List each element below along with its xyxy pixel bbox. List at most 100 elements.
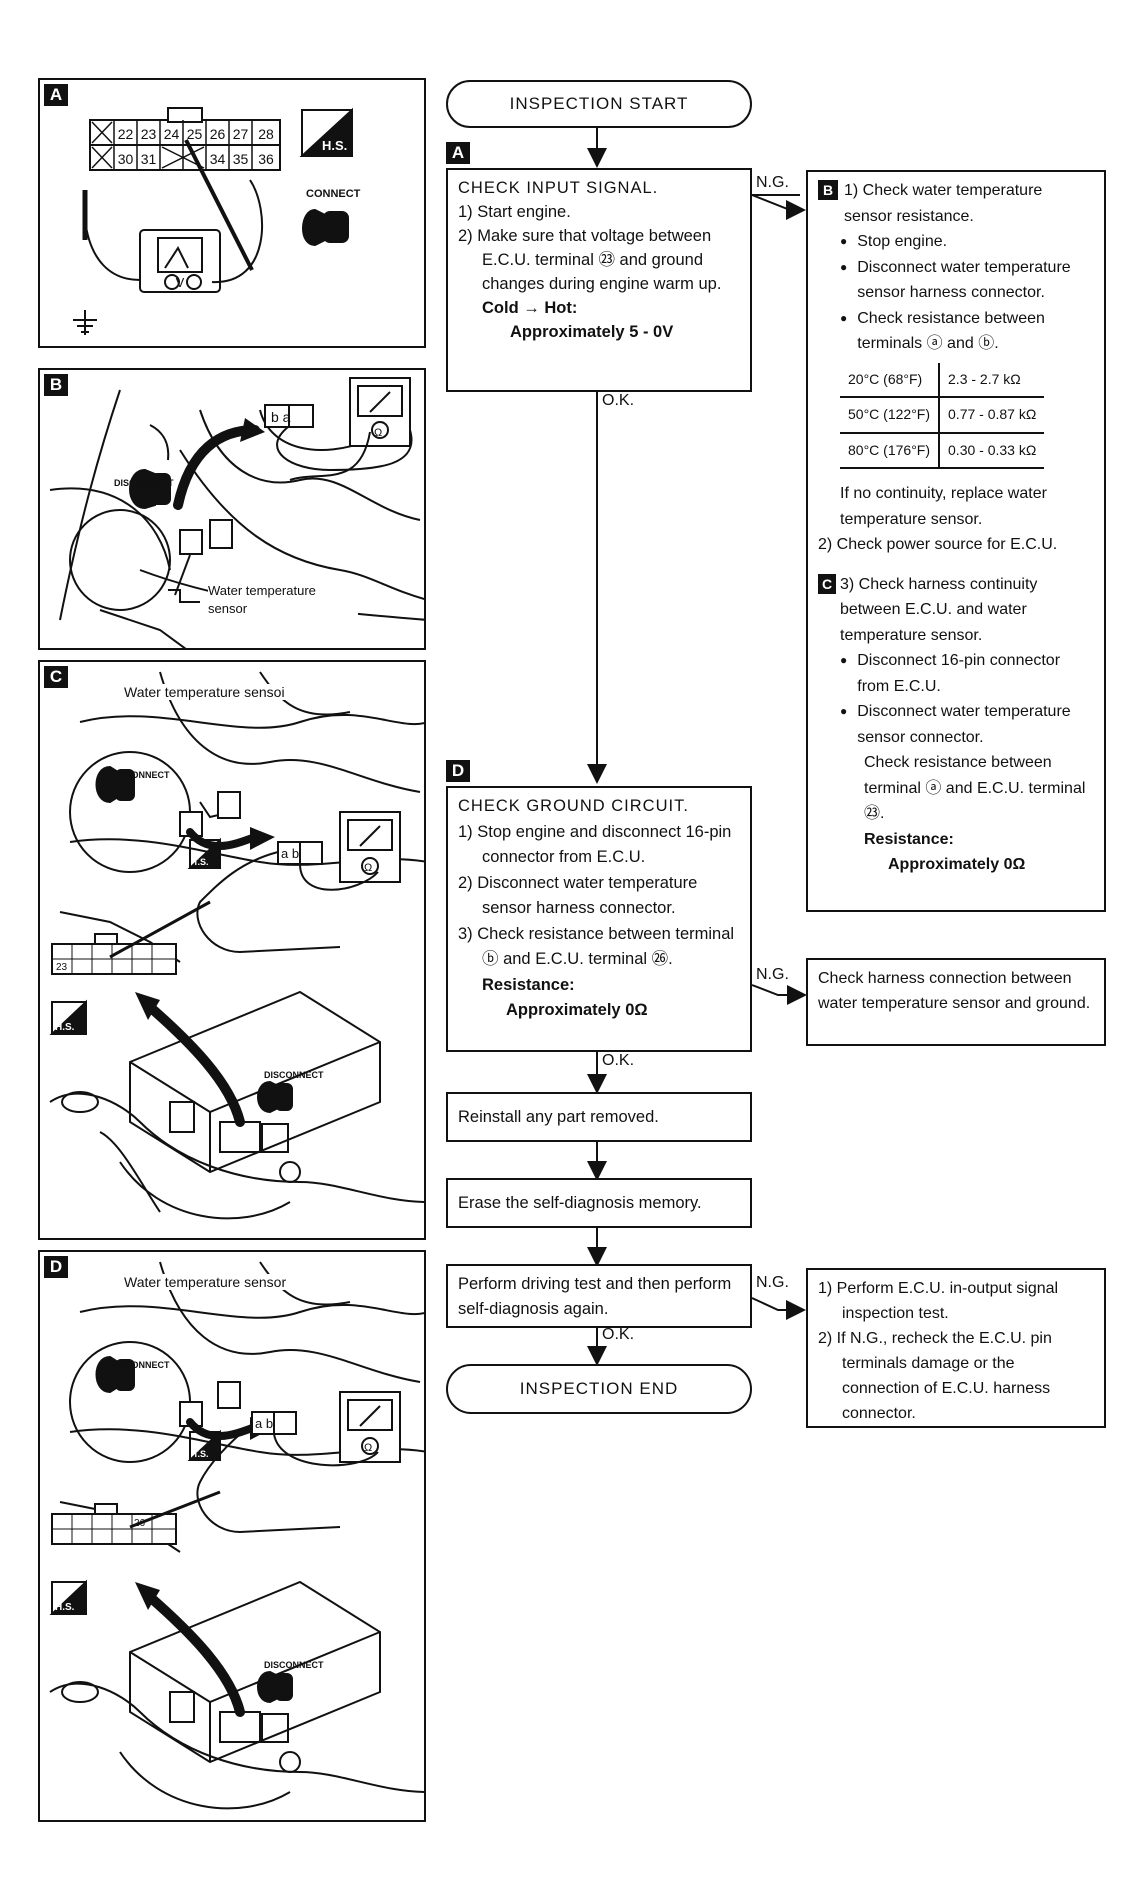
ng-label-a: N.G. [756,174,789,191]
disconnect-label: DISCONNECT [114,478,174,488]
ts-badge: T.S. [193,857,209,867]
no-continuity-note: If no continuity, replace water temperat… [840,485,1047,528]
ohm-icon: Ω [364,1442,372,1454]
disconnect-label: DISCONNECT [110,770,170,780]
ok-label-a: O.K. [602,392,635,409]
check-ground-title: CHECK GROUND CIRCUIT. [458,797,689,815]
ng-b-box: B 1) Check water temperature sensor resi… [806,170,1106,912]
hs-badge: H.S. [55,1602,75,1613]
pin-26: 26 [210,126,226,142]
ng-b-bullet-4: Disconnect 16-pin connector from E.C.U. [818,648,1094,699]
inspection-start: INSPECTION START [446,80,752,128]
panel-d-drawing: a b Ω 26 T.S. H.S. [49,1261,424,1810]
panel-b-tag: B [44,374,68,396]
ng-b-resistance-value: Approximately 0Ω [888,856,1026,873]
pin-25: 25 [187,126,203,142]
pin-30: 30 [118,151,134,167]
voltmeter-v-icon: V [176,275,185,290]
check-input-step-1: 1) Start engine. [458,203,571,221]
resistance-table: 20°C (68°F)2.3 - 2.7 kΩ 50°C (122°F)0.77… [840,362,1045,470]
ng-final-step-1: 1) Perform E.C.U. in-output signal inspe… [818,1280,1059,1322]
disconnect-label-2: DISCONNECT [264,1660,324,1670]
step-a-tag: A [446,142,470,164]
pin-31: 31 [141,151,157,167]
ng-b-check: Check resistance between terminal ⓐ and … [864,754,1086,822]
ng-b-bullet-5: Disconnect water temperature sensor conn… [818,699,1094,750]
hs-badge: H.S. [322,138,348,153]
ng-final-step-2: 2) If N.G., recheck the E.C.U. pin termi… [818,1330,1052,1422]
voltage-range: Approximately 5 - 0V [510,323,674,341]
sensor-label: Water temperature sensor [208,582,358,618]
table-row: 80°C (176°F)0.30 - 0.33 kΩ [840,432,1045,469]
pin-26-label: 26 [134,1518,146,1529]
ng-b-bullet-1: Stop engine. [818,229,1094,255]
erase-box: Erase the self-diagnosis memory. [446,1178,752,1228]
panel-d-tag: D [44,1256,68,1278]
pin-23-label: 23 [56,962,68,973]
ng-b-bullet-2: Disconnect water temperature sensor harn… [818,255,1094,306]
arrow-a-ng [751,194,806,220]
pin-24: 24 [164,126,180,142]
pin-27: 27 [233,126,249,142]
pin-34: 34 [210,151,226,167]
ng-label-drive: N.G. [756,1274,789,1291]
panel-a: A [38,78,426,348]
ts-badge: T.S. [193,1449,209,1459]
check-input-signal-box: CHECK INPUT SIGNAL. 1) Start engine. 2) … [446,168,752,392]
disconnect-label: DISCONNECT [110,1360,170,1370]
ng-b-step-3-text: 3) Check harness continuity between E.C.… [840,575,1038,644]
conn-b-label: b a [271,409,291,425]
check-ground-step-3: 3) Check resistance between terminal ⓑ a… [458,924,735,969]
step-d-tag: D [446,760,470,782]
panel-d: D [38,1250,426,1822]
ng-b-step-3: C 3) Check harness continuity between E.… [818,572,1094,649]
ng-b-step-1: B 1) Check water temperature sensor resi… [818,178,1094,229]
check-ground-box: CHECK GROUND CIRCUIT. 1) Stop engine and… [446,786,752,1052]
conn-d-label: a b [255,1416,273,1431]
ground-resistance-label: Resistance: [482,975,575,994]
sensor-label: Water temperature sensor [124,1274,287,1290]
table-row: 20°C (68°F)2.3 - 2.7 kΩ [840,362,1045,398]
inspection-end: INSPECTION END [446,1364,752,1414]
ohm-icon: Ω [364,862,372,874]
panel-a-tag: A [44,84,68,106]
ng-final-box: 1) Perform E.C.U. in-output signal inspe… [806,1268,1106,1428]
pin-35: 35 [233,151,249,167]
panel-a-drawing: 22 23 24 25 26 27 28 30 31 34 35 36 V [73,107,353,335]
check-input-title: CHECK INPUT SIGNAL. [458,179,659,197]
pin-28: 28 [258,126,274,142]
panel-b: B [38,368,426,650]
table-row: 50°C (122°F)0.77 - 0.87 kΩ [840,397,1045,434]
conn-c-label: a b [281,846,299,861]
panel-c-tag: C [44,666,68,688]
check-ground-step-2: 2) Disconnect water temperature sensor h… [458,873,698,918]
pin-23: 23 [141,126,157,142]
pin-36: 36 [258,151,274,167]
driving-test-box: Perform driving test and then perform se… [446,1264,752,1328]
hs-badge: H.S. [55,1022,75,1033]
ok-label-d: O.K. [602,1052,635,1069]
check-input-step-2: 2) Make sure that voltage between E.C.U.… [458,227,722,293]
ng-b-bullet-3: Check resistance between terminals ⓐ and… [818,306,1094,357]
ng-harness-box: Check harness connection between water t… [806,958,1106,1046]
ng-c-tag: C [818,573,836,594]
panel-c: C [38,660,426,1240]
ohm-icon: Ω [374,427,382,439]
panel-b-drawing: b a Ω [49,377,424,648]
ng-b-resistance-label: Resistance: [864,830,954,848]
ng-b-step-2: 2) Check power source for E.C.U. [818,536,1058,553]
ng-b-tag: B [818,180,838,200]
cold-hot-label: Cold → Hot: [482,299,578,317]
reinstall-box: Reinstall any part removed. [446,1092,752,1142]
connect-label: CONNECT [306,188,361,200]
arrow-d-ng [751,984,807,1005]
check-ground-step-1: 1) Stop engine and disconnect 16-pin con… [458,822,732,867]
pin-22: 22 [118,126,134,142]
ng-label-d: N.G. [756,966,789,983]
sensor-label: Water temperature sensoi [124,684,285,700]
arrow-drive-ng [751,1297,806,1320]
ground-resistance-value: Approximately 0Ω [506,1001,648,1019]
ok-label-drive: O.K. [602,1326,635,1343]
disconnect-label-2: DISCONNECT [264,1070,324,1080]
